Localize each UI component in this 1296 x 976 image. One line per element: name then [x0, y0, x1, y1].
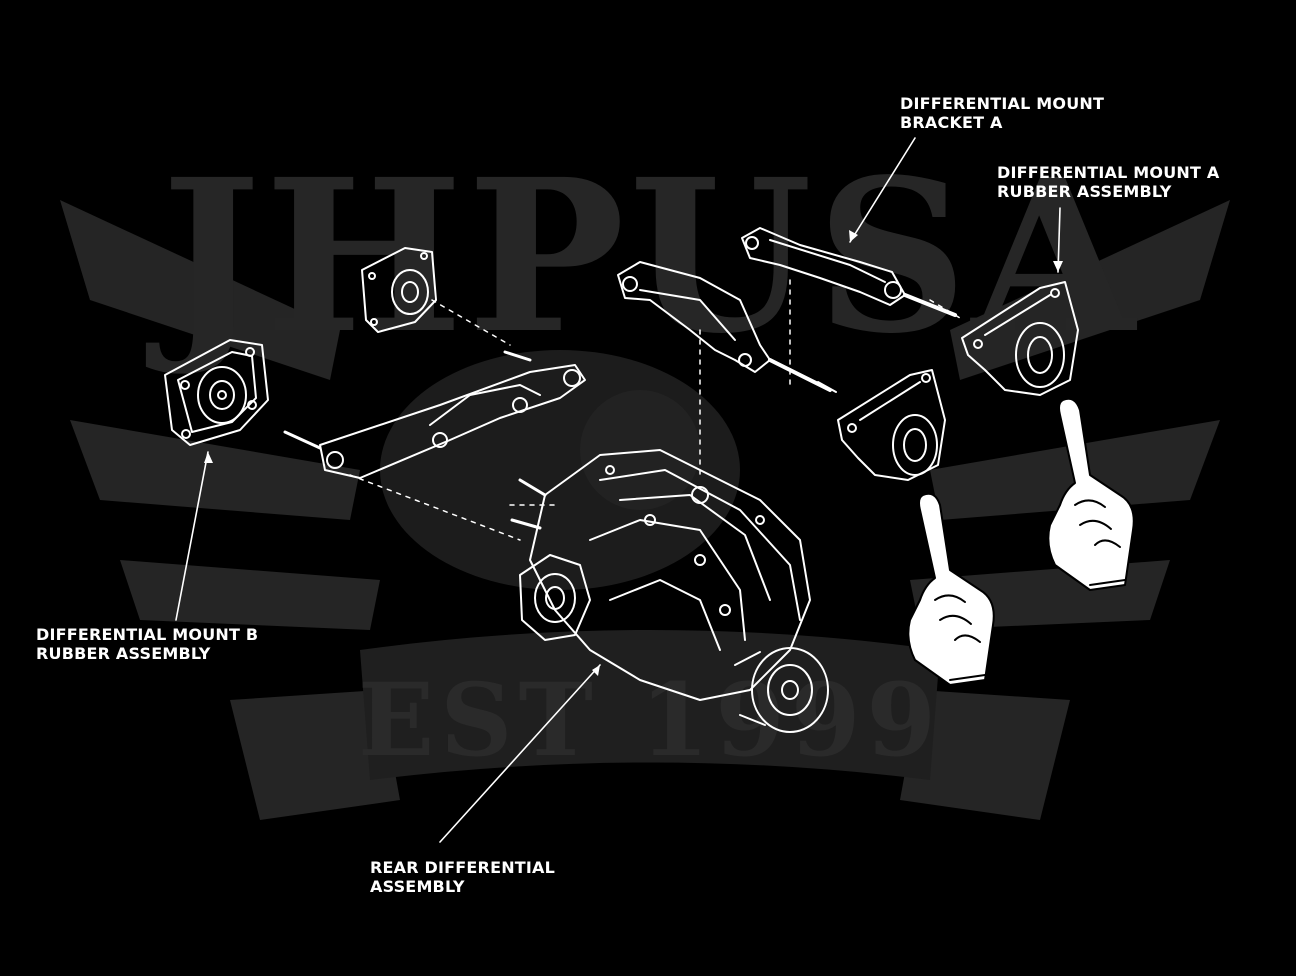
diff-mount-bracket-a-upper — [741, 227, 957, 317]
pinion-flange — [734, 647, 829, 733]
label-diff-mount-bracket-a: DIFFERENTIAL MOUNT BRACKET A — [900, 94, 1104, 132]
watermark-est: EST 1999 — [358, 661, 942, 779]
watermark-wing-left — [60, 200, 380, 630]
diff-mount-b-rubber-left — [164, 339, 269, 446]
arrowhead — [204, 452, 213, 463]
label-line: RUBBER ASSEMBLY — [997, 182, 1172, 201]
watermark-wing-right — [910, 200, 1230, 630]
left-output-flange — [519, 554, 591, 641]
label-rear-differential: REAR DIFFERENTIAL ASSEMBLY — [370, 858, 555, 896]
pointing-hand-icon — [907, 492, 995, 686]
pointing-hand-icon — [1047, 397, 1135, 591]
label-diff-mount-a-rubber: DIFFERENTIAL MOUNT A RUBBER ASSEMBLY — [997, 163, 1219, 201]
label-line: DIFFERENTIAL MOUNT B — [36, 625, 259, 644]
label-diff-mount-b-rubber: DIFFERENTIAL MOUNT B RUBBER ASSEMBLY — [36, 625, 258, 663]
diff-mount-a-rubber-upper — [961, 281, 1079, 396]
diff-mount-bracket-b — [283, 350, 586, 479]
leader-arrows — [175, 137, 1061, 843]
diff-mount-bracket-a — [617, 261, 837, 393]
diff-mount-a-rubber-lower — [837, 369, 946, 481]
label-line: ASSEMBLY — [370, 877, 465, 896]
watermark-banner — [360, 630, 940, 780]
arrowhead — [849, 230, 858, 242]
arrowhead — [592, 665, 600, 676]
arrowhead — [1053, 261, 1063, 272]
alignment-lines — [349, 279, 961, 541]
diff-mount-b-rubber-top — [361, 247, 437, 333]
label-line: RUBBER ASSEMBLY — [36, 644, 211, 663]
label-line: DIFFERENTIAL MOUNT — [900, 94, 1105, 113]
rear-differential-housing — [510, 449, 829, 733]
label-line: DIFFERENTIAL MOUNT A — [997, 163, 1220, 182]
watermark-brand: JHPUSA — [145, 133, 1138, 380]
watermark-ribbon — [230, 690, 1070, 820]
label-line: BRACKET A — [900, 113, 1003, 132]
label-line: REAR DIFFERENTIAL — [370, 858, 556, 877]
